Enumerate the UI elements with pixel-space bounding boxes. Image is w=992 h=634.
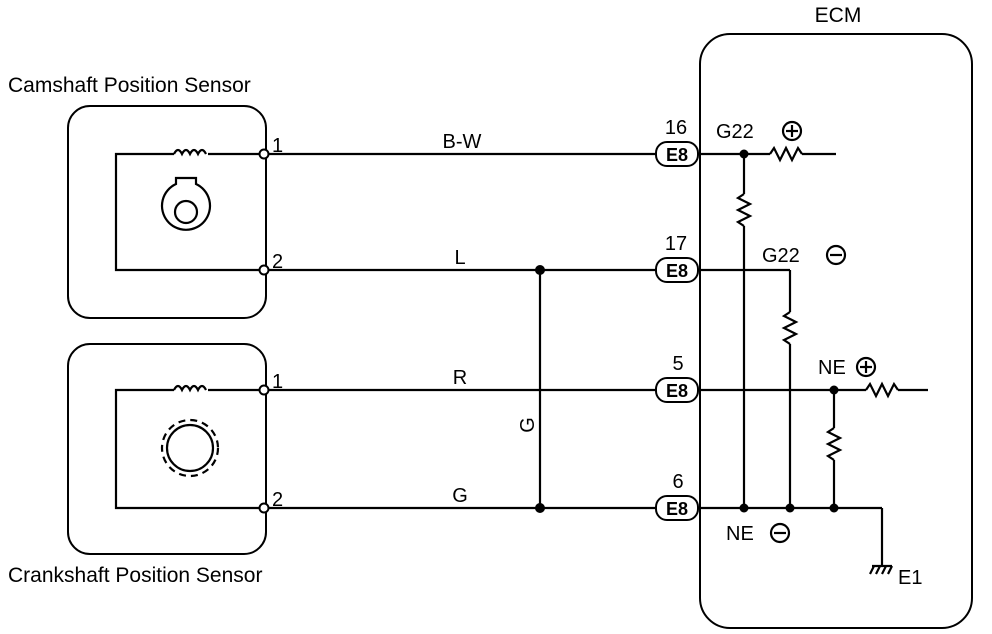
terminal-g22-plus: G22 xyxy=(716,121,754,143)
camshaft-pin-2: 2 xyxy=(272,251,283,273)
svg-text:16: 16 xyxy=(665,117,687,139)
junction-dot xyxy=(535,503,545,513)
wire-label-g: G xyxy=(452,485,468,507)
terminal-g22-minus: G22 xyxy=(762,245,800,267)
crankshaft-terminal-1 xyxy=(258,384,270,396)
camshaft-pin-1: 1 xyxy=(272,135,283,157)
wire-label-r: R xyxy=(453,367,467,389)
wire-label-l: L xyxy=(454,247,465,269)
minus-icon xyxy=(825,244,847,266)
connector-e8-6: 6 E8 xyxy=(655,471,699,521)
minus-icon xyxy=(769,522,791,544)
terminal-e1: E1 xyxy=(898,567,922,589)
resistor-icon xyxy=(781,311,799,345)
resistor-icon xyxy=(865,381,899,399)
terminal-ne-plus: NE xyxy=(818,357,846,379)
junction-dot xyxy=(535,265,545,275)
svg-text:E8: E8 xyxy=(666,381,688,401)
connector-e8-16: 16 E8 xyxy=(655,117,699,167)
crankshaft-coil-icon xyxy=(173,384,207,393)
svg-text:5: 5 xyxy=(672,353,683,375)
crankshaft-sensor-title: Crankshaft Position Sensor xyxy=(8,564,262,587)
camshaft-rotor-icon xyxy=(160,176,212,231)
plus-icon xyxy=(855,356,877,378)
crankshaft-gear-icon xyxy=(160,418,220,478)
connector-e8-17: 17 E8 xyxy=(655,233,699,283)
camshaft-sensor-box xyxy=(67,105,267,319)
svg-text:17: 17 xyxy=(665,233,687,255)
wire-label-b-w: B-W xyxy=(443,131,482,153)
crankshaft-pin-1: 1 xyxy=(272,371,283,393)
camshaft-sensor-title: Camshaft Position Sensor xyxy=(8,74,251,97)
svg-text:E8: E8 xyxy=(666,261,688,281)
ecm-box xyxy=(699,33,973,629)
ecm-title: ECM xyxy=(815,4,862,27)
resistor-icon xyxy=(735,193,753,227)
terminal-ne-minus: NE xyxy=(726,523,754,545)
svg-text:E8: E8 xyxy=(666,499,688,519)
camshaft-terminal-1 xyxy=(258,148,270,160)
camshaft-coil-icon xyxy=(173,148,207,157)
crankshaft-sensor-box xyxy=(67,343,267,555)
crankshaft-pin-2: 2 xyxy=(272,489,283,511)
resistor-icon xyxy=(825,427,843,461)
ground-icon xyxy=(869,564,893,575)
svg-text:6: 6 xyxy=(672,471,683,493)
connector-e8-5: 5 E8 xyxy=(655,353,699,403)
plus-icon xyxy=(781,120,803,142)
camshaft-terminal-2 xyxy=(258,264,270,276)
wire-label-g-vertical: G xyxy=(517,417,539,433)
crankshaft-terminal-2 xyxy=(258,502,270,514)
svg-text:E8: E8 xyxy=(666,145,688,165)
resistor-icon xyxy=(769,145,803,163)
